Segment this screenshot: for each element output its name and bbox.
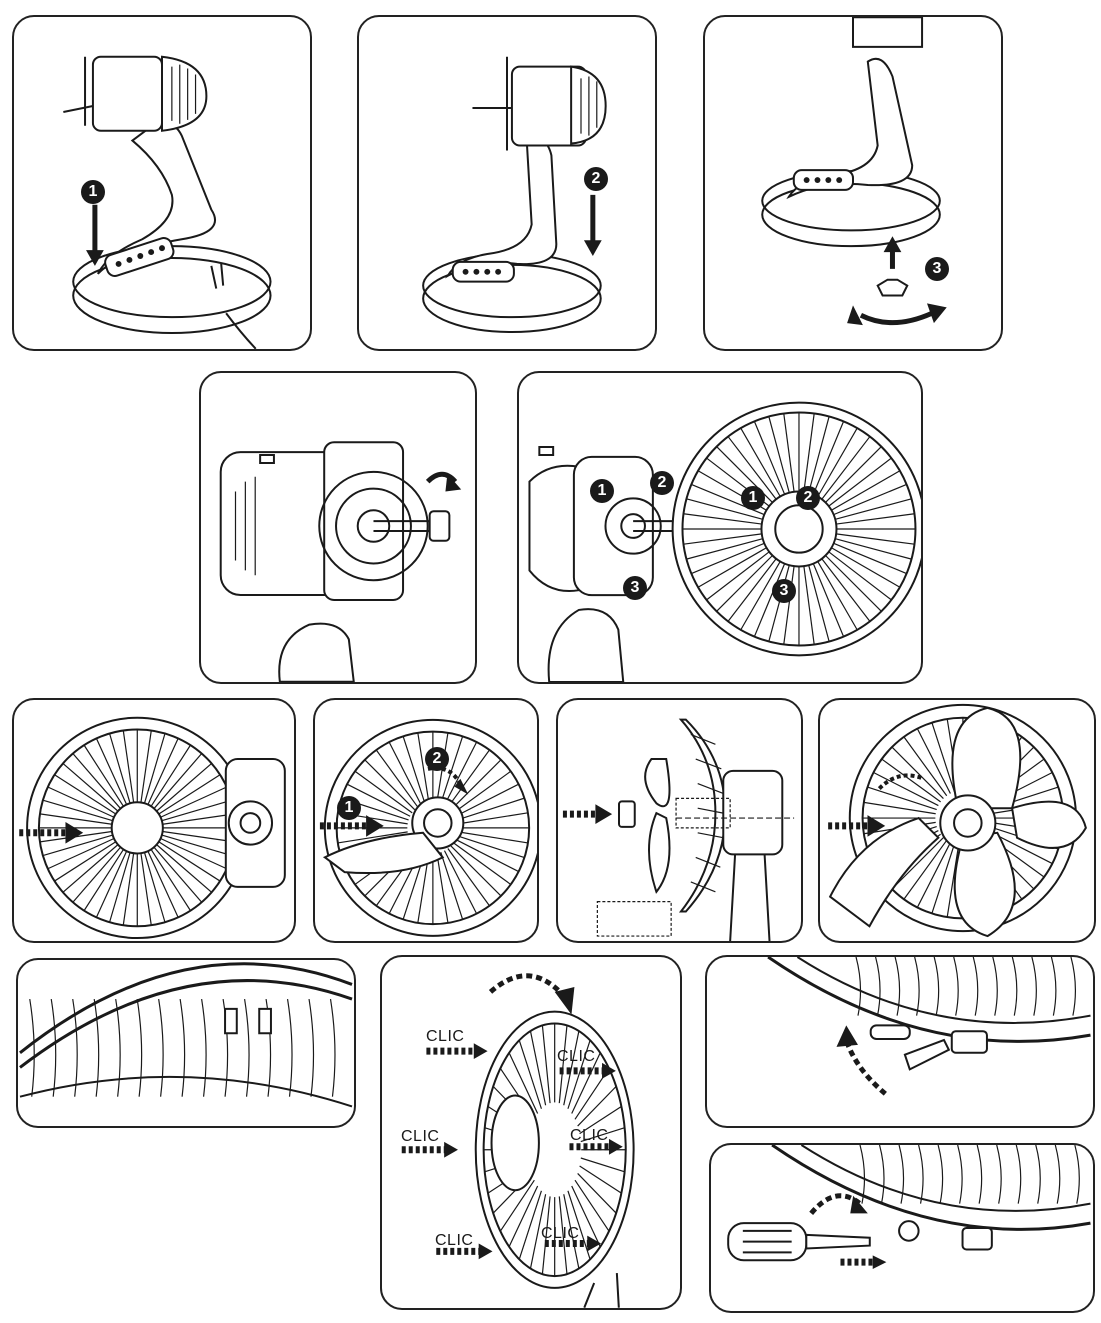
step-number-badge: 2 xyxy=(425,747,449,771)
fan-grille-clic-close-illustration xyxy=(382,957,680,1308)
clic-label: CLIC xyxy=(426,1028,465,1045)
step-number-badge: 2 xyxy=(796,486,820,510)
clic-label: CLIC xyxy=(435,1232,474,1249)
step-panel-blade-side xyxy=(556,698,803,943)
clic-label: CLIC xyxy=(570,1127,609,1144)
fan-blade-nut-tighten-illustration xyxy=(820,700,1094,941)
step-number-badge: 1 xyxy=(590,479,614,503)
fan-base-press-illustration xyxy=(359,17,655,349)
step-number-badge: 3 xyxy=(623,576,647,600)
fan-motor-nut-removal-illustration xyxy=(201,373,462,682)
clic-label: CLIC xyxy=(401,1128,440,1145)
fan-attach-grille-illustration xyxy=(14,700,294,941)
step-panel-base-mount: 1 xyxy=(12,15,312,351)
step-panel-blade-nut xyxy=(818,698,1096,943)
step-panel-clip-rotate xyxy=(705,955,1095,1128)
step-panel-back-grille: 1 2 3 1 2 3 xyxy=(517,371,923,684)
step-number-badge: 1 xyxy=(337,796,361,820)
fan-base-mount-illustration xyxy=(14,17,310,349)
step-panel-clic-close: CLIC CLIC CLIC CLIC CLIC CLIC xyxy=(380,955,682,1310)
step-panel-attach-grille xyxy=(12,698,296,943)
clic-label: CLIC xyxy=(541,1225,580,1242)
step-panel-grille-lock: 1 2 xyxy=(313,698,539,943)
step-number-badge: 3 xyxy=(925,257,949,281)
step-panel-base-screw: 3 xyxy=(703,15,1003,351)
step-panel-clip-detail xyxy=(16,958,356,1128)
step-number-badge: 1 xyxy=(741,486,765,510)
grille-clip-rotate-illustration xyxy=(707,957,1093,1126)
step-panel-remove-nut xyxy=(199,371,477,684)
step-number-badge: 2 xyxy=(584,167,608,191)
step-panel-screw-lock xyxy=(709,1143,1095,1313)
grille-screw-lock-illustration xyxy=(711,1145,1093,1270)
step-panel-base-press: 2 xyxy=(357,15,657,351)
step-number-badge: 3 xyxy=(772,579,796,603)
grille-clip-detail-illustration xyxy=(18,960,354,1126)
fan-base-screw-illustration xyxy=(705,17,947,349)
fan-blade-side-view-illustration xyxy=(558,700,801,941)
step-number-badge: 2 xyxy=(650,471,674,495)
fan-back-grille-alignment-illustration xyxy=(519,373,921,682)
fan-grille-lock-illustration xyxy=(315,700,537,941)
clic-label: CLIC xyxy=(557,1048,596,1065)
step-number-badge: 1 xyxy=(81,180,105,204)
